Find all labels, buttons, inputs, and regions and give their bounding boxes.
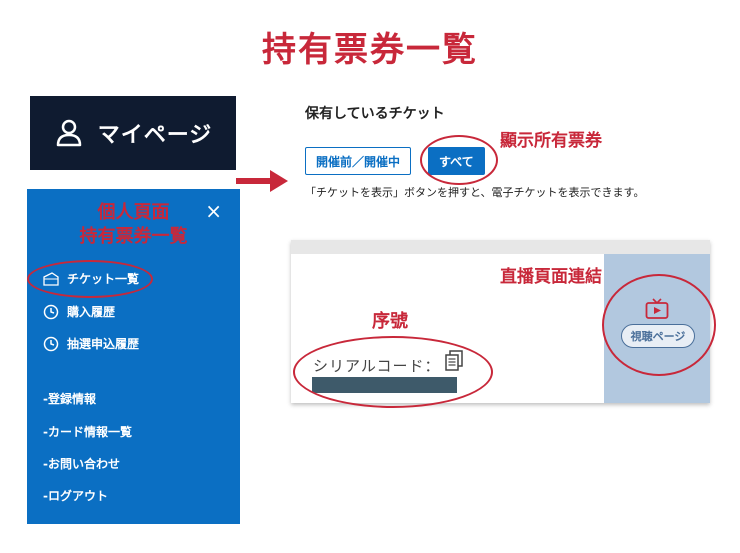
annotation-serial: 序號 bbox=[372, 311, 408, 332]
sidebar-item-lottery-history[interactable]: 抽選申込履歴 bbox=[43, 335, 139, 352]
sidebar-link-logout[interactable]: -ログアウト bbox=[43, 489, 108, 503]
sidebar-menu: × 個人頁面 持有票券一覧 チケット一覧 購入履歴 抽選申込履歴 -登録情報 -… bbox=[27, 189, 240, 524]
sidebar-item-label: 購入履歴 bbox=[67, 305, 116, 319]
highlight-ring-ticket-list bbox=[27, 260, 153, 298]
annotation-live-link: 直播頁面連結 bbox=[500, 267, 602, 287]
menu-annotation-tickets: 持有票券一覧 bbox=[79, 226, 188, 247]
clock-icon bbox=[43, 336, 59, 351]
section-title: 保有しているチケット bbox=[305, 106, 445, 122]
tab-upcoming[interactable]: 開催前／開催中 bbox=[305, 147, 412, 175]
annotation-show-all: 顯示所有票券 bbox=[500, 131, 602, 151]
page-title: 持有票券一覧 bbox=[262, 30, 478, 70]
menu-annotation-personal: 個人頁面 bbox=[97, 202, 170, 223]
user-icon bbox=[56, 119, 81, 147]
pointer-arrow bbox=[236, 170, 288, 192]
highlight-ring-watch bbox=[602, 274, 716, 376]
sidebar-link-registration[interactable]: -登録情報 bbox=[43, 392, 96, 406]
sidebar-item-label: 抽選申込履歴 bbox=[67, 337, 140, 351]
sidebar-link-card-list[interactable]: -カード情報一覧 bbox=[43, 425, 132, 439]
clock-icon bbox=[43, 304, 59, 319]
close-icon[interactable]: × bbox=[205, 199, 222, 223]
highlight-ring-all-tab bbox=[420, 135, 498, 185]
sidebar-link-contact[interactable]: -お問い合わせ bbox=[43, 457, 120, 471]
help-text: 「チケットを表示」ボタンを押すと、電子チケットを表示できます。 bbox=[305, 186, 645, 199]
sidebar-item-purchase-history[interactable]: 購入履歴 bbox=[43, 303, 115, 320]
ticket-card-header bbox=[291, 240, 710, 254]
mypage-header[interactable]: マイページ bbox=[30, 96, 236, 170]
mypage-label: マイページ bbox=[97, 123, 213, 148]
highlight-ring-serial bbox=[293, 336, 493, 408]
